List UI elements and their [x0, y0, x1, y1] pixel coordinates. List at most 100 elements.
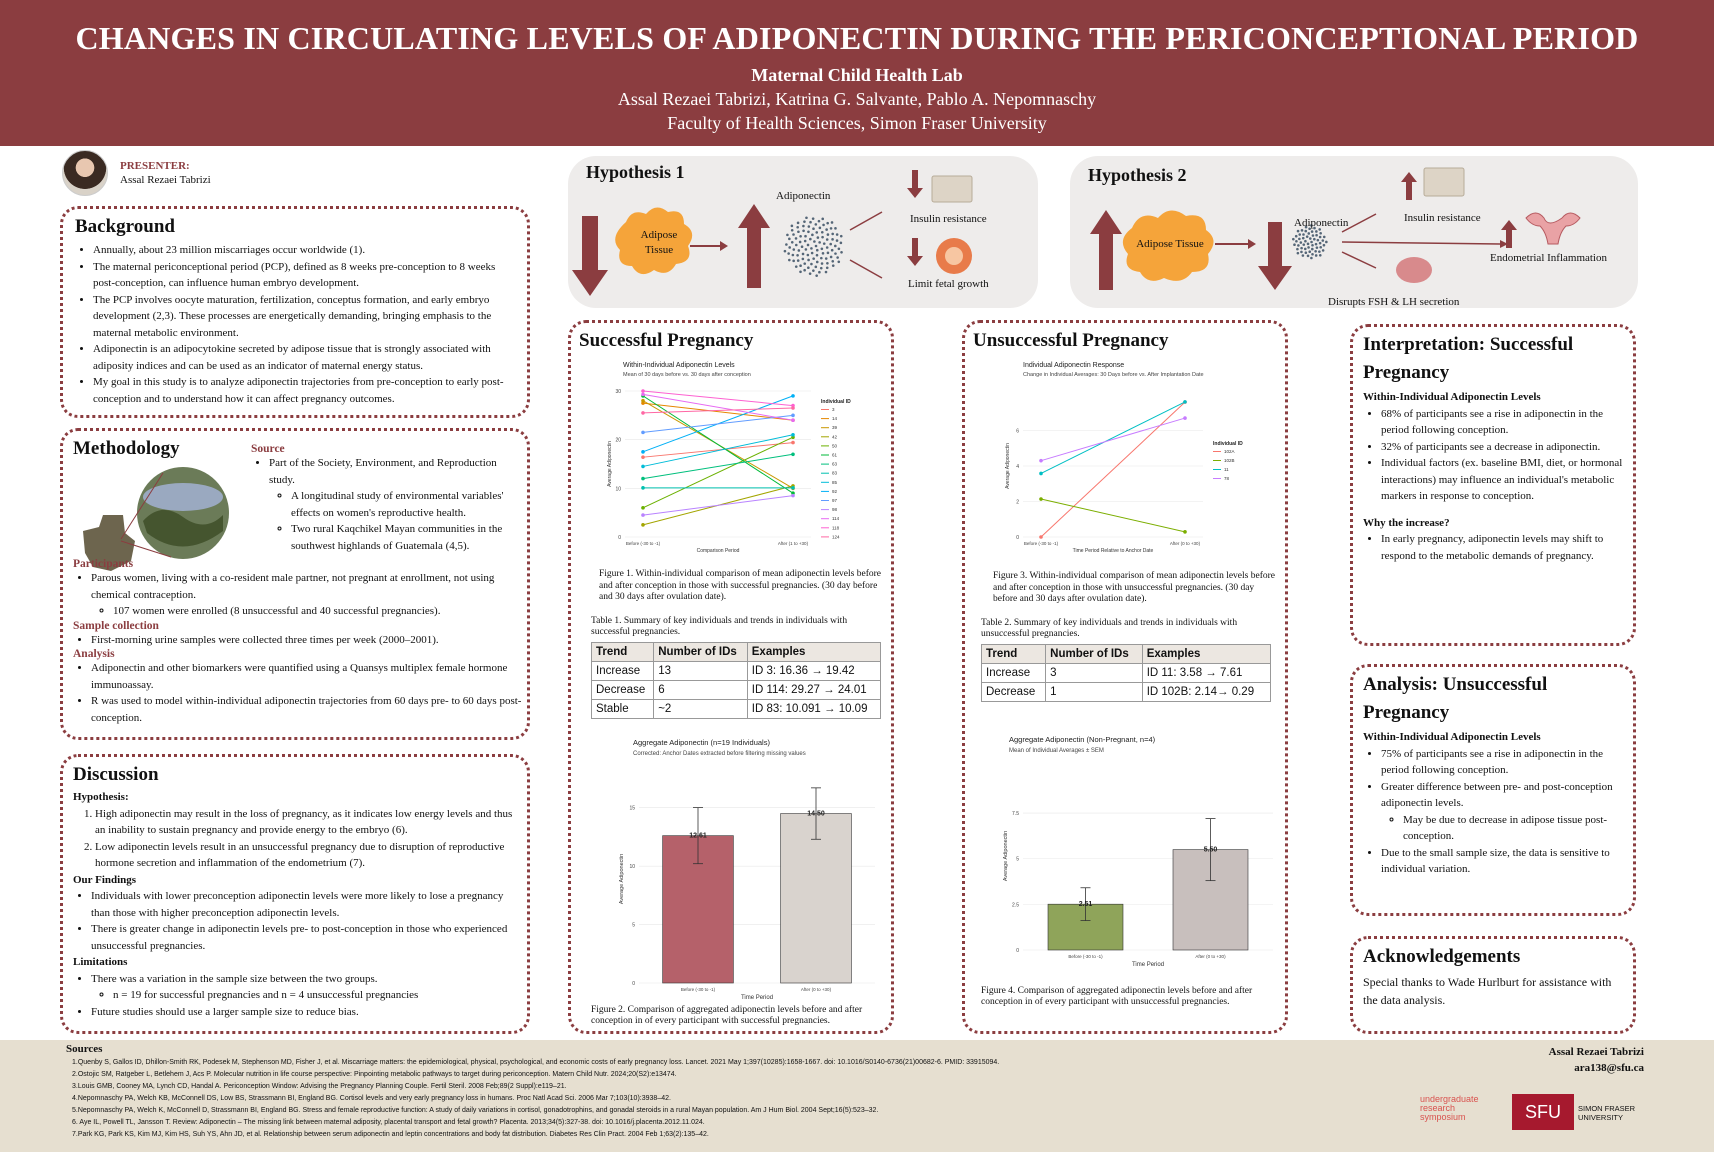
series-line — [642, 442, 794, 458]
y-tick-label: 0 — [618, 535, 621, 541]
data-point — [641, 430, 645, 435]
table-header: Examples — [1141, 643, 1272, 664]
series-line — [1040, 498, 1186, 533]
series-line — [642, 393, 794, 421]
legend-entry: 14 — [832, 416, 838, 421]
authors: Assal Rezaei Tabrizi, Katrina G. Salvant… — [617, 89, 1097, 109]
table-cell: Increase — [590, 660, 655, 681]
limit-item-2: Future studies should use a larger sampl… — [91, 1004, 517, 1021]
legend-entry: 97 — [832, 498, 838, 503]
series-line — [642, 436, 794, 509]
data-point — [791, 418, 795, 422]
hyp1-diagram — [572, 170, 973, 296]
background-item: The PCP involves oocyte maturation, fert… — [93, 292, 515, 342]
poster-title: CHANGES IN CIRCULATING LEVELS OF ADIPONE… — [75, 20, 1639, 56]
guatemala-map — [83, 467, 229, 571]
sfu-logo: SFU — [1512, 1094, 1574, 1130]
y-tick-label: 2 — [1016, 500, 1019, 506]
source-item: 5.Nepomnaschy PA, Welch K, McConnell D, … — [72, 1107, 879, 1114]
discussion-panel: Discussion Hypothesis: High adiponectin … — [60, 754, 530, 1034]
table-header: Trend — [590, 641, 655, 662]
x-tick-label: Before (-30 to -1) — [626, 541, 661, 546]
legend-entry: 114 — [832, 516, 840, 521]
affiliation: Faculty of Health Sciences, Simon Fraser… — [667, 113, 1047, 133]
data-point — [791, 394, 795, 398]
hypothesis-2-panel: Hypothesis 2 Adipose Tissue Adiponectin … — [1070, 156, 1638, 308]
contact-email: ara138@sfu.ca — [1574, 1062, 1644, 1074]
chart-title: Individual Adiponectin Response — [1023, 362, 1124, 369]
chart-subtitle: Mean of Individual Averages ± SEM — [1009, 748, 1104, 754]
table-cell: Decrease — [980, 681, 1047, 702]
hyp2-insulin-label: Insulin resistance — [1404, 212, 1481, 224]
interpretation-sub: Within-Individual Adiponectin Levels — [1363, 391, 1541, 403]
acknowledgements-panel: Acknowledgements Special thanks to Wade … — [1350, 936, 1636, 1034]
contact-name: Assal Rezaei Tabrizi — [1548, 1046, 1644, 1058]
hyp2-diagram — [1090, 167, 1581, 290]
source-sub-1: A longitudinal study of environmental va… — [291, 488, 521, 521]
interp-item-2: 32% of participants see a decrease in ad… — [1381, 439, 1623, 456]
analysis-u-sub-item: May be due to decrease in adipose tissue… — [1403, 812, 1623, 845]
background-panel: Background Annually, about 23 million mi… — [60, 206, 530, 418]
table-cell: ID 11: 3.58 → 7.61 — [1141, 662, 1272, 683]
limit-sub: n = 19 for successful pregnancies and n … — [113, 987, 517, 1004]
hyp2-title: Hypothesis 2 — [1088, 165, 1187, 185]
series-line — [642, 390, 794, 407]
limitations-label: Limitations — [73, 956, 128, 968]
data-point — [791, 493, 795, 498]
chart-subtitle: Change in Individual Averages: 30 Days b… — [1023, 372, 1204, 378]
legend-title: Individual ID — [1213, 441, 1243, 447]
ack-title: Acknowledgements — [1363, 946, 1521, 967]
figure-2-bar-chart: Aggregate Adiponectin (n=19 Individuals)… — [619, 738, 875, 1001]
interpretation-panel: Interpretation: Successful Pregnancy Wit… — [1350, 324, 1636, 646]
y-tick-label: 6 — [1016, 429, 1019, 435]
adiponectin-dots — [1292, 224, 1328, 260]
y-tick-label: 0 — [632, 981, 635, 987]
chart-subtitle: Mean of 30 days before vs. 30 days after… — [623, 372, 751, 378]
legend-entry: 3 — [832, 407, 835, 412]
participants-sub: 107 women were enrolled (8 unsuccessful … — [113, 603, 523, 620]
hyp-item-1: High adiponectin may result in the loss … — [95, 806, 517, 839]
table-cell: ~2 — [653, 698, 748, 719]
data-point — [1183, 530, 1187, 534]
legend-entry: 118 — [832, 525, 840, 530]
chart-title: Aggregate Adiponectin (n=19 Individuals) — [633, 738, 770, 747]
series-line — [642, 414, 794, 433]
small-up-arrow-icon-2 — [1501, 220, 1517, 248]
legend-entry: 61 — [832, 453, 838, 458]
source-item: 7.Park KG, Park KS, Kim MJ, Kim HS, Suh … — [72, 1131, 709, 1138]
findings-label: Our Findings — [73, 873, 137, 886]
background-title: Background — [75, 216, 175, 237]
analysis-u-item-2: Greater difference between pre- and post… — [1381, 779, 1623, 812]
x-tick-label: After (0 to +30) — [1195, 954, 1226, 959]
figure-1-caption: Figure 1. Within-individual comparison o… — [599, 569, 881, 602]
sources-footer: Sources 1.Quenby S, Gallos ID, Dhillon-S… — [0, 1040, 1714, 1152]
table-cell: 6 — [653, 679, 748, 700]
down-arrow-icon — [572, 216, 608, 296]
interp-item-1: 68% of participants see a rise in adipon… — [1381, 406, 1623, 439]
data-label: 12.61 — [689, 832, 707, 839]
data-point — [641, 476, 645, 481]
series-line — [642, 434, 794, 467]
background-item: Annually, about 23 million miscarriages … — [93, 242, 515, 259]
table-header: Number of IDs — [653, 641, 748, 662]
sample-label: Sample collection — [73, 619, 159, 632]
analysis-u-item-3: Due to the small sample size, the data i… — [1381, 845, 1623, 878]
y-axis-label: Average Adiponectin — [1003, 830, 1009, 880]
data-point — [641, 506, 645, 510]
limit-item-1: There was a variation in the sample size… — [91, 971, 517, 988]
data-point — [1039, 497, 1043, 501]
data-point — [1039, 458, 1043, 463]
table-cell: 1 — [1045, 681, 1143, 702]
data-point — [641, 411, 645, 415]
table-cell: 3 — [1045, 662, 1143, 683]
y-tick-label: 0 — [1016, 948, 1019, 954]
sources-title: Sources — [66, 1043, 103, 1055]
discussion-title: Discussion — [73, 764, 159, 785]
data-point — [791, 433, 795, 437]
x-tick-label: After (0 to +30) — [1170, 541, 1201, 546]
hyp1-adipose-label: Adipose Tissue — [640, 229, 678, 256]
